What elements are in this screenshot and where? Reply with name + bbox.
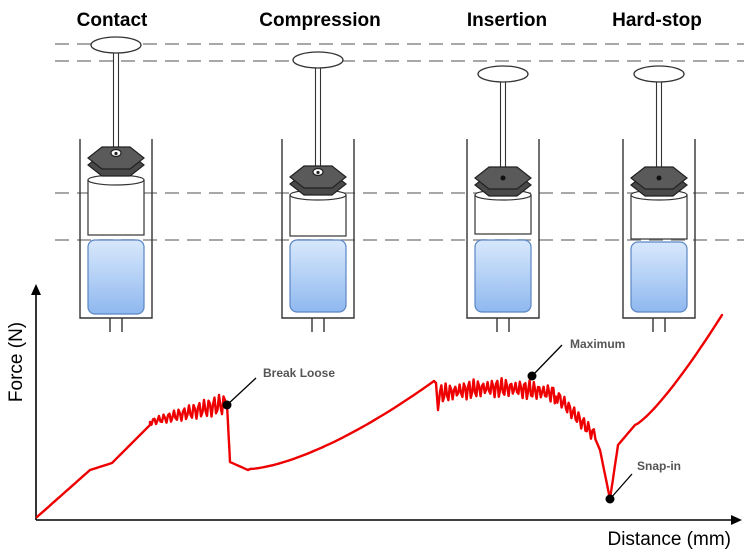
syringe-illustrations (79, 36, 696, 332)
stage-label-insertion: Insertion (467, 10, 547, 31)
barrel (466, 139, 540, 319)
syringe-insertion (466, 65, 540, 332)
rod-tip (500, 175, 506, 181)
stage-label-contact: Contact (77, 10, 148, 31)
barrel (79, 139, 153, 319)
stage-label-hard-stop: Hard-stop (612, 10, 702, 31)
bung (630, 194, 688, 240)
syringe-compression (281, 51, 355, 332)
annotation-label: Snap-in (637, 459, 681, 473)
bung (474, 194, 532, 235)
plunger-rod (314, 66, 322, 168)
annotation-leader (531, 344, 563, 377)
syringe-hard-stop (622, 65, 696, 332)
plunger-thumb-pad (633, 65, 685, 83)
rod-tip (656, 175, 662, 181)
liquid (87, 239, 145, 315)
liquid (630, 241, 688, 313)
rod-tip (316, 170, 320, 175)
hex-stopper-upper (87, 146, 145, 170)
barrel (622, 139, 696, 319)
x-axis-label: Distance (mm) (607, 529, 731, 550)
plunger-rod (499, 80, 507, 169)
stage-label-compression: Compression (259, 10, 380, 31)
hex-stopper-upper (289, 165, 347, 189)
bung (87, 179, 145, 236)
annotation-break-loose: Break Loose (222, 366, 335, 410)
annotation-marker (527, 371, 537, 381)
annotation-snap-in: Snap-in (605, 459, 681, 504)
annotation-label: Break Loose (263, 366, 335, 380)
chart-axes (31, 284, 742, 525)
y-axis-arrow (31, 284, 41, 295)
annotation-label: Maximum (570, 337, 625, 351)
annotation-maximum: Maximum (527, 337, 625, 381)
force-curve (35, 313, 724, 519)
plunger-thumb-pad (292, 51, 344, 69)
liquid (474, 239, 532, 313)
plunger-thumb-pad (477, 65, 529, 83)
annotation-marker (605, 494, 615, 504)
plunger-rod (112, 51, 120, 149)
reference-lines (55, 43, 744, 241)
annotation-leader (609, 473, 633, 500)
barrel (281, 139, 355, 319)
annotation-leader (226, 377, 257, 406)
x-axis-arrow (731, 515, 742, 525)
plunger-thumb-pad (90, 36, 142, 54)
y-axis-label: Force (N) (6, 322, 27, 402)
bung (289, 194, 347, 237)
plunger-rod (655, 80, 663, 169)
liquid (289, 239, 347, 313)
rod-tip (114, 151, 118, 156)
annotation-marker (222, 400, 232, 410)
syringe-contact (79, 36, 153, 332)
